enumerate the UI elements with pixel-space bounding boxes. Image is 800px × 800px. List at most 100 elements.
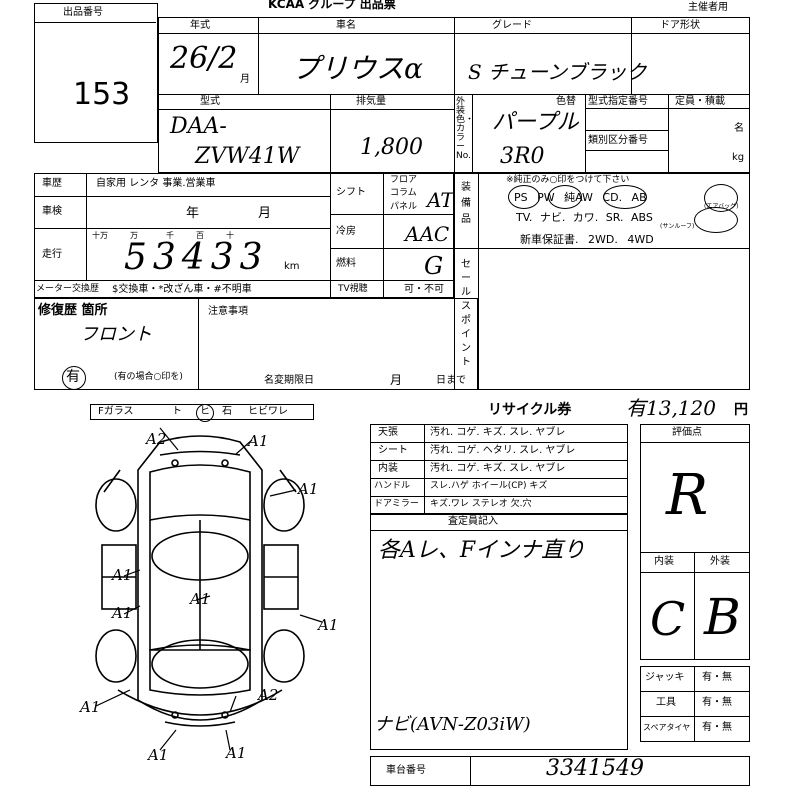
car-name: プリウスα <box>292 52 423 85</box>
digit-label-100: 百 <box>196 231 204 240</box>
organizer-label: 主催者用 <box>688 2 728 13</box>
color-code: 3R0 <box>500 144 545 169</box>
displacement-value: 1,800 <box>360 135 423 160</box>
mileage-label: 走行 <box>42 249 62 260</box>
ac-value: AAC <box>405 222 450 246</box>
mark-9: A1 <box>78 698 100 716</box>
notes-label: 注意事項 <box>208 306 248 317</box>
spec-number-label: 型式指定番号 <box>588 96 648 107</box>
jack-label: ジャッキ <box>645 672 685 683</box>
tv-label: TV視聴 <box>338 284 368 294</box>
condition-label-ceiling: 天張 <box>378 427 398 438</box>
condition-text-mirror: キズ.ワレ ステレオ 欠.穴 <box>430 499 532 509</box>
navi-note: ナビ(AVN-Z03iW) <box>374 714 531 735</box>
shift-value: AT <box>427 188 454 212</box>
year-label: 年式 <box>190 20 210 31</box>
shift-floor: フロア <box>390 175 418 185</box>
sales-point-label: セールスポイント <box>461 259 471 368</box>
glass-label: Fガラス <box>98 406 134 417</box>
inspection-year: 年 <box>186 206 200 221</box>
digit-label-100k: 十万 <box>92 231 108 240</box>
shift-label: シフト <box>336 187 366 198</box>
color-label: 外装色・カラーNo. <box>456 97 475 161</box>
fuel-label: 燃料 <box>336 258 356 269</box>
glass-option-1: ト <box>172 406 182 417</box>
model-code: ZVW41W <box>195 144 300 169</box>
lot-label: 出品番号 <box>63 7 103 18</box>
type-label: 型式 <box>200 96 220 107</box>
score-value: R <box>666 463 709 528</box>
ac-label: 冷房 <box>336 226 356 237</box>
digit-label-1k: 千 <box>166 231 174 240</box>
mark-10: A1 <box>146 746 168 764</box>
capacity-unit: 名 <box>734 123 744 134</box>
tools-value: 有・無 <box>702 697 732 708</box>
interior-score: C <box>650 592 686 646</box>
condition-text-seat: 汚れ. コゲ. ヘタリ. スレ. ヤブレ <box>430 445 576 456</box>
chassis-value: 3341549 <box>546 756 644 781</box>
condition-label-interior: 内装 <box>378 463 398 474</box>
tools-label: 工具 <box>656 697 676 708</box>
recycle-label: リサイクル券 <box>488 402 572 418</box>
class-number-label: 類別区分番号 <box>588 135 648 146</box>
history-label: 車歴 <box>42 178 62 189</box>
year-value: 26/2 <box>170 41 238 76</box>
mileage-value: 53433 <box>124 237 269 278</box>
condition-text-ceiling: 汚れ. コゲ. キズ. スレ. ヤブレ <box>430 427 566 438</box>
recycle-value: 有13,120 <box>626 396 716 420</box>
grade-label: グレード <box>492 20 532 31</box>
lot-number: 153 <box>73 77 131 112</box>
glass-option-4: ヒビワレ <box>248 406 288 417</box>
inspection-label: 車検 <box>42 206 62 217</box>
spare-tire-label: スペアタイヤ <box>643 723 691 732</box>
fuel-value: G <box>424 252 444 280</box>
grade-value: S チューンブラック <box>468 60 647 84</box>
inspector-notes: 各Aレ、Fインナ直り <box>378 538 586 563</box>
inspector-label: 査定員記入 <box>448 516 498 527</box>
shift-column: コラム <box>390 188 417 198</box>
name-change-month: 月 <box>390 373 403 387</box>
mark-5: A1 <box>110 604 132 622</box>
mark-11: A1 <box>224 744 246 762</box>
condition-text-interior: 汚れ. コゲ. キズ. スレ. ヤブレ <box>430 463 566 474</box>
lot-number-box: 出品番号 153 <box>34 3 158 143</box>
score-label: 評価点 <box>672 427 702 438</box>
circle-aw <box>603 185 647 209</box>
score-box <box>640 424 750 660</box>
repair-has-circle <box>62 366 86 390</box>
digit-label-10: 十 <box>226 231 234 240</box>
displacement-label: 排気量 <box>356 96 386 107</box>
repair-value: フロント <box>80 324 152 345</box>
condition-label-mirror: ドアミラー <box>374 499 419 509</box>
glass-circle <box>196 404 214 422</box>
history-options: 自家用 レンタ 事業.営業車 <box>96 178 216 189</box>
mark-8: A2 <box>256 686 278 704</box>
glass-option-3: 石 <box>222 406 232 417</box>
car-name-label: 車名 <box>336 20 356 31</box>
equipment-note: ※純正のみ○印をつけて下さい <box>506 175 630 185</box>
circle-pw <box>548 185 582 209</box>
form-title: KCAA グループ 出品票 <box>268 0 396 11</box>
circle-abs <box>694 207 738 233</box>
door-label: ドア形状 <box>660 20 700 31</box>
tv-value: 可・不可 <box>404 284 444 295</box>
repair-label: 修復歴 箇所 <box>38 303 108 318</box>
history-table <box>34 173 454 298</box>
digit-label-10k: 万 <box>130 231 138 240</box>
circle-ps <box>508 185 540 209</box>
meter-label: メーター交換歴 <box>36 284 100 294</box>
mark-4: A1 <box>110 566 132 584</box>
shift-panel: パネル <box>390 202 418 212</box>
sunroof-note: (サンルーフ) <box>660 223 695 230</box>
name-change-label: 名変期限日 <box>264 375 314 386</box>
color-small-label: 色替 <box>556 96 576 107</box>
mark-2: A1 <box>246 432 268 450</box>
equipment-row3: 新車保証書. 2WD. 4WD <box>520 233 654 246</box>
mark-7: A1 <box>316 616 338 634</box>
year-month-unit: 月 <box>240 74 250 85</box>
weight-unit: kg <box>732 152 745 163</box>
condition-text-handle: スレ.ハゲ ホイール(CP) キズ <box>430 481 548 491</box>
name-change-day: 日まで <box>436 375 466 386</box>
mark-3: A1 <box>296 480 318 498</box>
